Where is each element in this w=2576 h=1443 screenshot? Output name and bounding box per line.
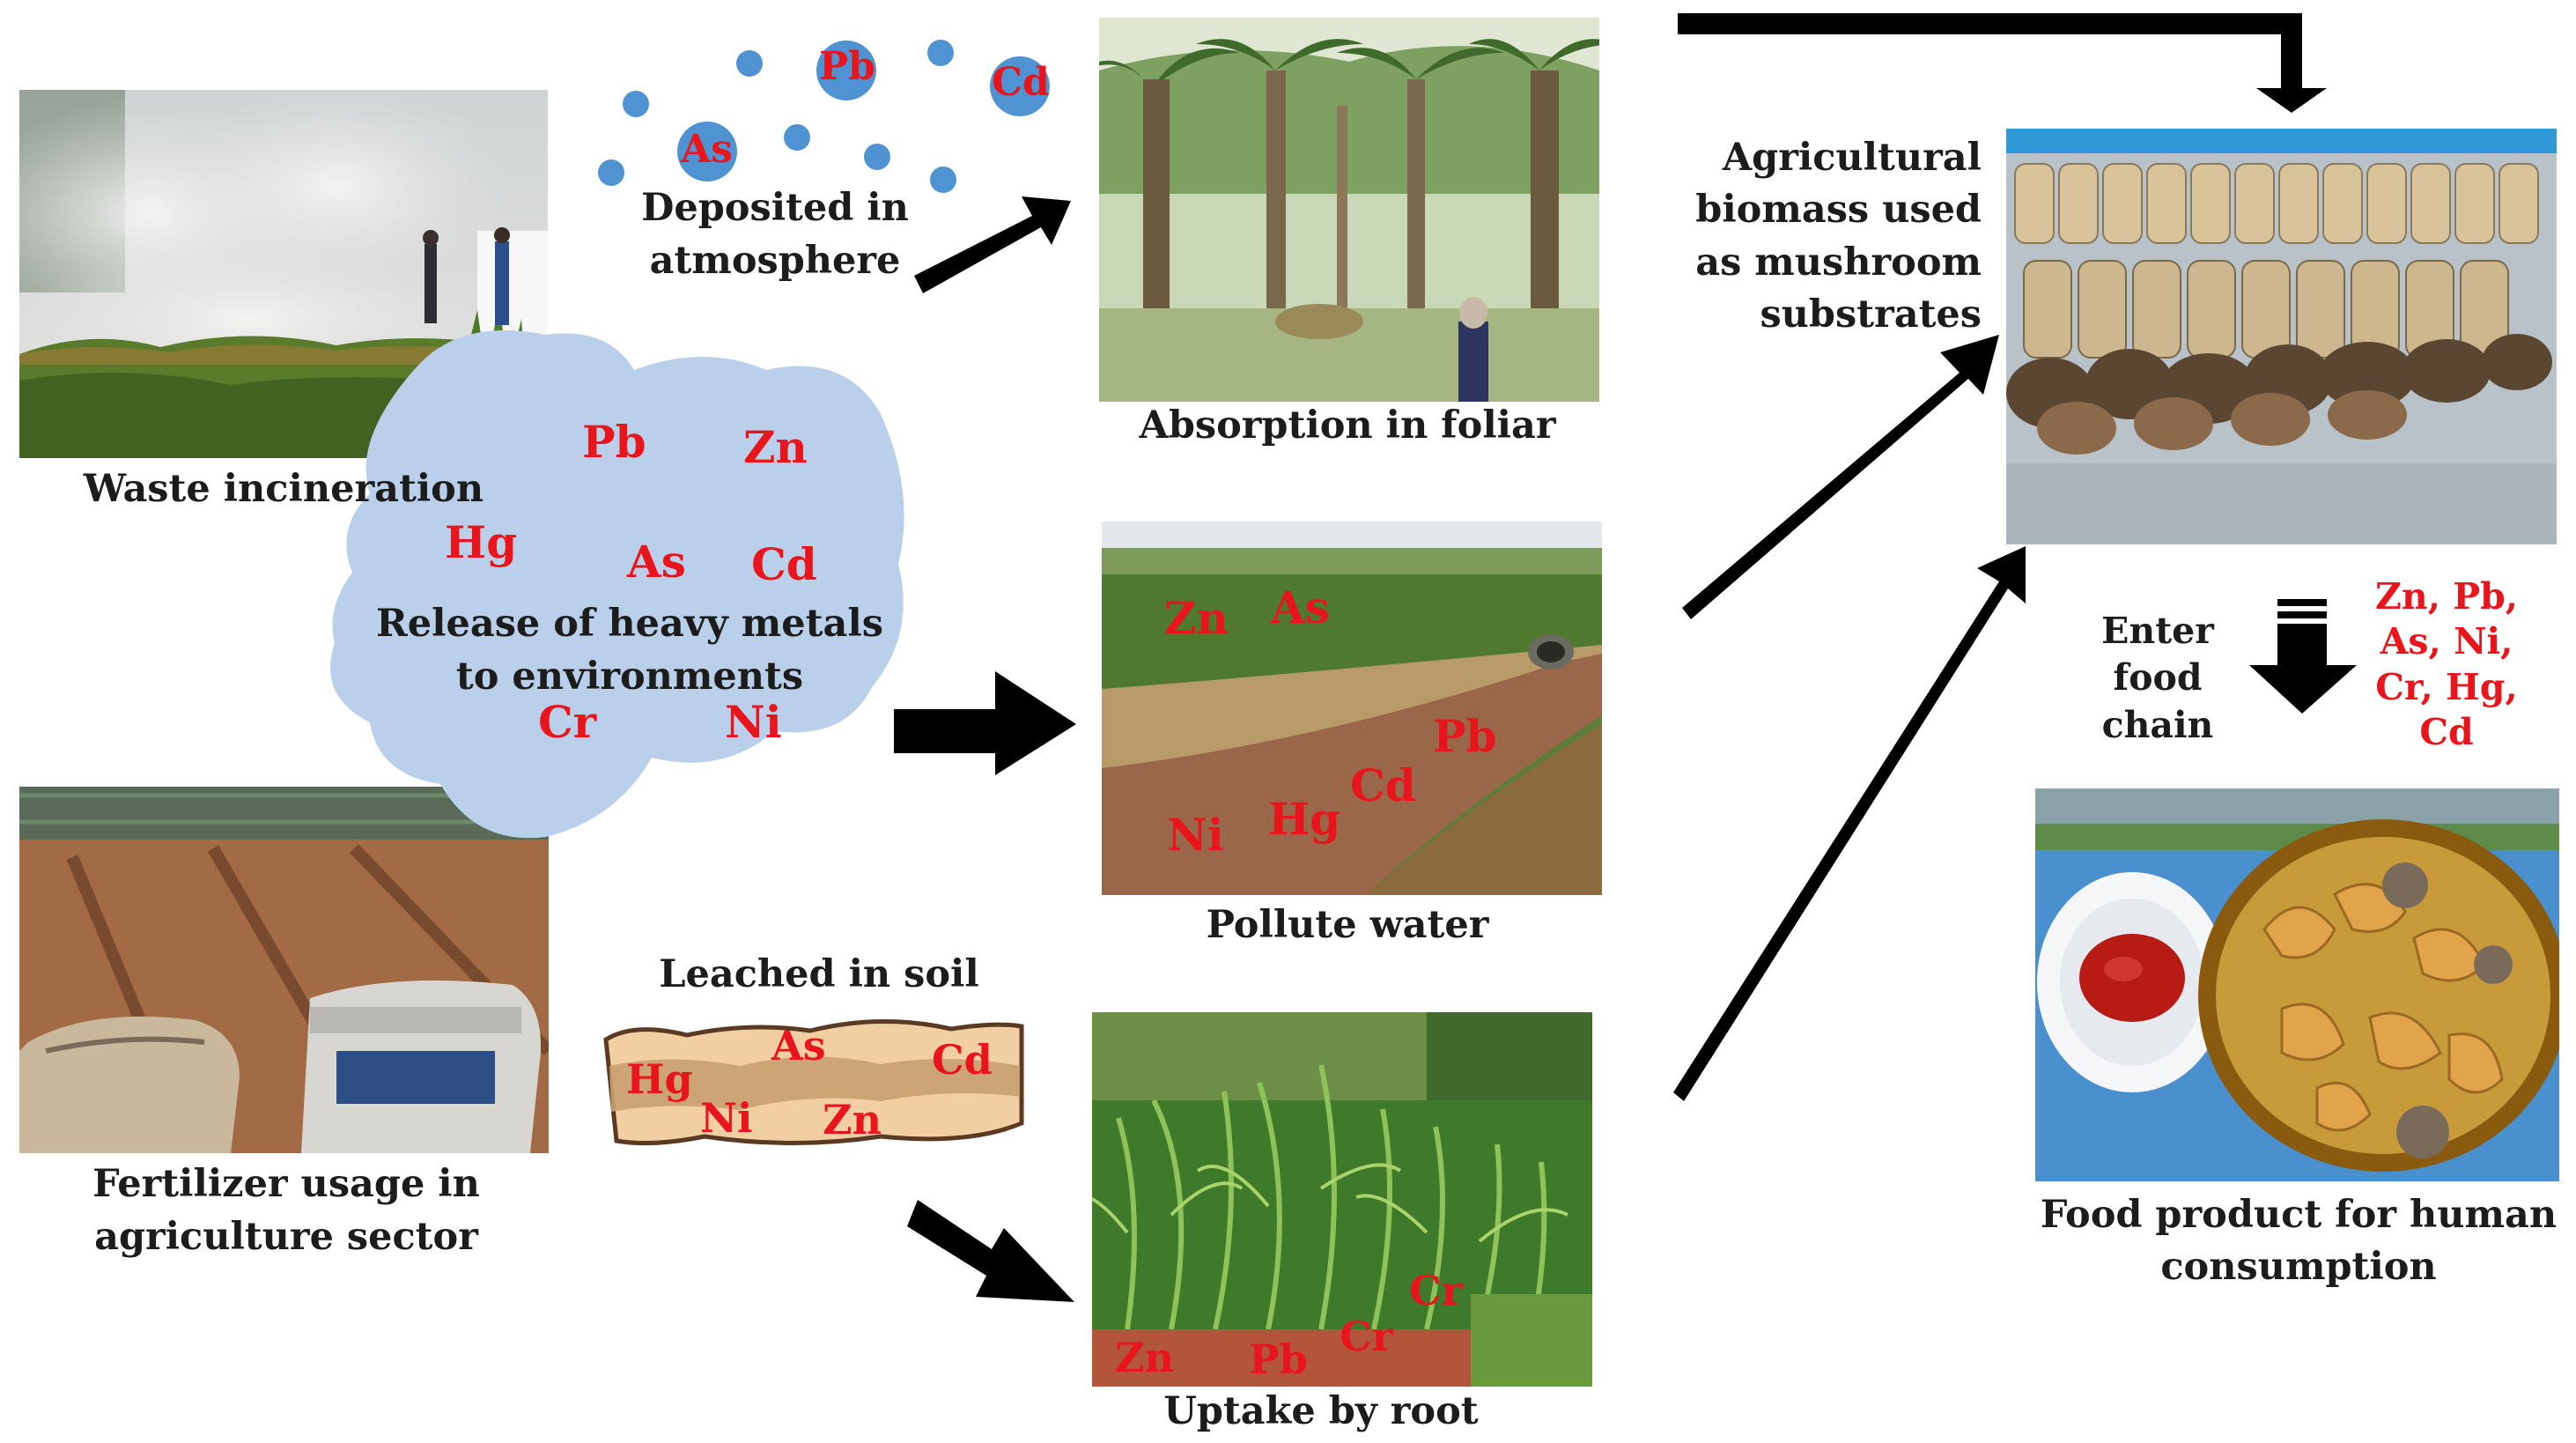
food-chain-metals-line-1: Zn, Pb, <box>2374 575 2519 618</box>
heavy-metal-cloud <box>330 330 904 839</box>
food-product-line-2: consumption <box>2160 1245 2437 1290</box>
mushroom-bags-photo <box>2006 129 2557 544</box>
root-metal-pb: Pb <box>1249 1336 1308 1383</box>
water-metal-ni: Ni <box>1167 809 1224 861</box>
deposited-line-1: Deposited in <box>641 186 909 230</box>
cloud-metal-pb: Pb <box>582 416 646 468</box>
label-pollute-water: Pollute water <box>1206 903 1489 947</box>
particle-label-as: As <box>681 127 733 172</box>
soil-metal-as: As <box>771 1022 826 1069</box>
food-chain-metals-line-4: Cd <box>2419 710 2474 753</box>
label-deposited-in-atmosphere: Deposited in atmosphere <box>616 181 934 287</box>
soil-metal-zn: Zn <box>823 1096 882 1143</box>
biomass-line-2: biomass used <box>1695 188 1982 233</box>
release-line-2: to environments <box>455 655 804 699</box>
corn-field-photo <box>1092 1012 1592 1387</box>
cloud-metal-ni: Ni <box>725 696 782 748</box>
soil-layer-icon <box>603 1018 1024 1146</box>
particles <box>598 40 1050 193</box>
soil-metal-cd: Cd <box>932 1036 993 1084</box>
water-metal-hg: Hg <box>1268 793 1341 845</box>
label-leached-in-soil: Leached in soil <box>659 952 979 996</box>
food-chain-metals-line-2: As, Ni, <box>2380 620 2513 663</box>
label-waste-incineration: Waste incineration <box>83 467 484 511</box>
cloud-metal-hg: Hg <box>445 516 518 568</box>
water-metal-cd: Cd <box>1350 759 1416 811</box>
root-metal-cr-2: Cr <box>1340 1313 1393 1360</box>
fertilizer-line-1: Fertilizer usage in <box>92 1162 480 1206</box>
biomass-line-3: as mushroom <box>1695 240 1982 285</box>
cloud-metal-cr: Cr <box>538 696 597 748</box>
label-fertilizer-usage: Fertilizer usage in agriculture sector <box>53 1158 520 1263</box>
label-absorption-foliar: Absorption in foliar <box>1139 403 1556 448</box>
label-agricultural-biomass: Agricultural biomass used as mushroom su… <box>1673 132 1982 341</box>
particle-label-pb: Pb <box>819 44 875 89</box>
food-chain-metals-list: Zn, Pb, As, Ni, Cr, Hg, Cd <box>2350 574 2543 755</box>
biomass-line-4: substrates <box>1760 292 1982 337</box>
fried-mushroom-photo <box>2035 788 2559 1181</box>
deposited-line-2: atmosphere <box>649 239 901 284</box>
particle-label-cd: Cd <box>992 60 1050 105</box>
water-metal-as: As <box>1271 581 1330 633</box>
cloud-metal-cd: Cd <box>751 538 817 590</box>
label-uptake-by-root: Uptake by root <box>1163 1389 1479 1433</box>
water-metal-pb: Pb <box>1433 710 1497 762</box>
oil-palm-photo <box>1099 18 1599 402</box>
enter-food-line-1: Enter food <box>2101 610 2214 699</box>
label-enter-food-chain: Enter food chain <box>2052 608 2263 749</box>
water-ditch-photo <box>1102 522 1602 895</box>
fertilizer-line-2: agriculture sector <box>94 1215 478 1260</box>
root-metal-cr-1: Cr <box>1409 1267 1463 1314</box>
soil-metal-hg: Hg <box>626 1055 693 1103</box>
soil-metal-ni: Ni <box>700 1094 753 1142</box>
biomass-line-1: Agricultural <box>1722 136 1982 180</box>
root-metal-zn: Zn <box>1115 1334 1175 1381</box>
arrows <box>894 13 2357 1302</box>
label-release-heavy-metals: Release of heavy metals to environments <box>370 597 889 703</box>
food-product-line-1: Food product for human <box>2040 1193 2558 1237</box>
label-food-product: Food product for human consumption <box>2017 1189 2576 1294</box>
cloud-metal-as: As <box>627 536 686 588</box>
release-line-1: Release of heavy metals <box>376 602 883 646</box>
water-metal-zn: Zn <box>1164 592 1229 644</box>
enter-food-line-2: chain <box>2101 703 2214 746</box>
cloud-metal-zn: Zn <box>743 421 808 473</box>
food-chain-metals-line-3: Cr, Hg, <box>2375 665 2518 708</box>
